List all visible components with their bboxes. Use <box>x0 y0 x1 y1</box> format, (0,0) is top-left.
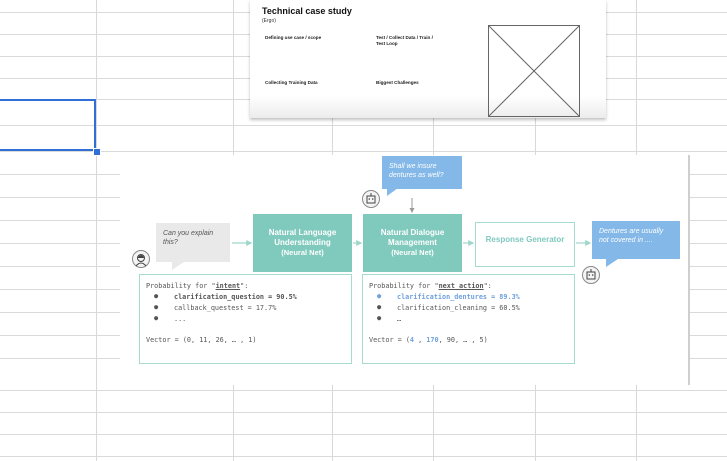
ndm-probability-box: Probability for "next action": ● clarifi… <box>362 274 575 364</box>
slide-shadow <box>250 96 606 118</box>
ndm-prob-header: Probability for "next action": <box>369 282 492 290</box>
bullet-icon: ● <box>377 303 382 311</box>
bullet-icon: ● <box>154 303 159 311</box>
nlu-header-key: intent <box>215 282 241 290</box>
grid-row-line <box>0 434 727 435</box>
response-bubble: Dentures are usually not covered in .... <box>592 221 680 259</box>
grid-row-line <box>0 151 727 152</box>
image-placeholder <box>488 25 580 117</box>
slide-image[interactable]: Technical case study (Ergo) Defining use… <box>250 0 606 118</box>
bot-avatar-icon-2 <box>582 266 600 284</box>
slide-subtitle: (Ergo) <box>262 18 276 24</box>
nlu-line-1: clarification_question = 90.5% <box>174 293 297 301</box>
ndm-subtitle: (Neural Net) <box>391 248 434 257</box>
label-training-data: Collecting Training Data <box>265 80 318 85</box>
ndm-header-prefix: Probability for " <box>369 282 439 290</box>
placeholder-cross-icon <box>489 26 579 116</box>
ndm-vector-prefix: Vector = ( <box>369 336 410 344</box>
system-question-bubble: Shall we insure dentures as well? <box>382 156 462 189</box>
nlu-box: Natural Language Understanding (Neural N… <box>253 214 352 272</box>
bullet-icon: ● <box>154 314 159 322</box>
label-challenges: Biggest Challenges <box>376 80 419 85</box>
ndm-vector-b: 170 <box>426 336 439 344</box>
nlu-header-suffix: ": <box>240 282 249 290</box>
bot-avatar-icon <box>362 190 380 208</box>
grid-col-line <box>96 0 97 461</box>
label-test-loop-2: Test Loop <box>376 41 398 46</box>
ndm-vector-rest: , 90, … , 5) <box>438 336 488 344</box>
grid-row-line <box>0 125 727 126</box>
ndm-vector-a: 4 <box>409 336 415 344</box>
ndm-line-2: clarification_cleaning = 60.5% <box>397 304 520 312</box>
diagram-edge <box>688 155 690 385</box>
ndm-box: Natural Dialogue Management (Neural Net) <box>363 214 462 272</box>
grid-row-line <box>0 390 727 391</box>
ndm-header-key: next action <box>438 282 484 290</box>
grid-row-line <box>0 412 727 413</box>
label-use-case: Defining use case / scope <box>265 35 322 40</box>
bullet-icon: ● <box>154 292 159 300</box>
ndm-header-suffix: ": <box>483 282 492 290</box>
ndm-line-1: clarification_dentures = 89.3% <box>397 293 520 301</box>
user-avatar-icon <box>132 250 150 268</box>
selected-cell[interactable] <box>0 99 96 151</box>
nlu-header-prefix: Probability for " <box>146 282 216 290</box>
grid-row-line <box>0 456 727 457</box>
ndm-vector: Vector = (4 , 170, 90, … , 5) <box>369 336 488 344</box>
nlu-subtitle: (Neural Net) <box>281 248 324 257</box>
user-speech-bubble: Can you explain this? <box>156 223 230 262</box>
ndm-vector-sep: , <box>414 336 427 344</box>
slide-title: Technical case study <box>262 6 352 16</box>
nlu-line-3: ... <box>174 315 187 323</box>
nlu-prob-header: Probability for "intent": <box>146 282 248 290</box>
fill-handle[interactable] <box>93 148 101 156</box>
ndm-title: Natural Dialogue Management <box>380 228 445 247</box>
label-test-loop: Test / Collect Data / Train / <box>376 35 433 40</box>
response-generator-box: Response Generator <box>475 222 575 267</box>
nlu-probability-box: Probability for "intent": ● clarificatio… <box>139 274 352 364</box>
bullet-icon: ● <box>377 292 382 300</box>
nlu-line-2: callback_questest = 17.7% <box>174 304 277 312</box>
nlu-vector: Vector = (0, 11, 26, … , 1) <box>146 336 257 344</box>
nlu-title: Natural Language Understanding <box>268 228 337 247</box>
bullet-icon: ● <box>377 314 382 322</box>
ndm-line-3: … <box>397 315 402 323</box>
